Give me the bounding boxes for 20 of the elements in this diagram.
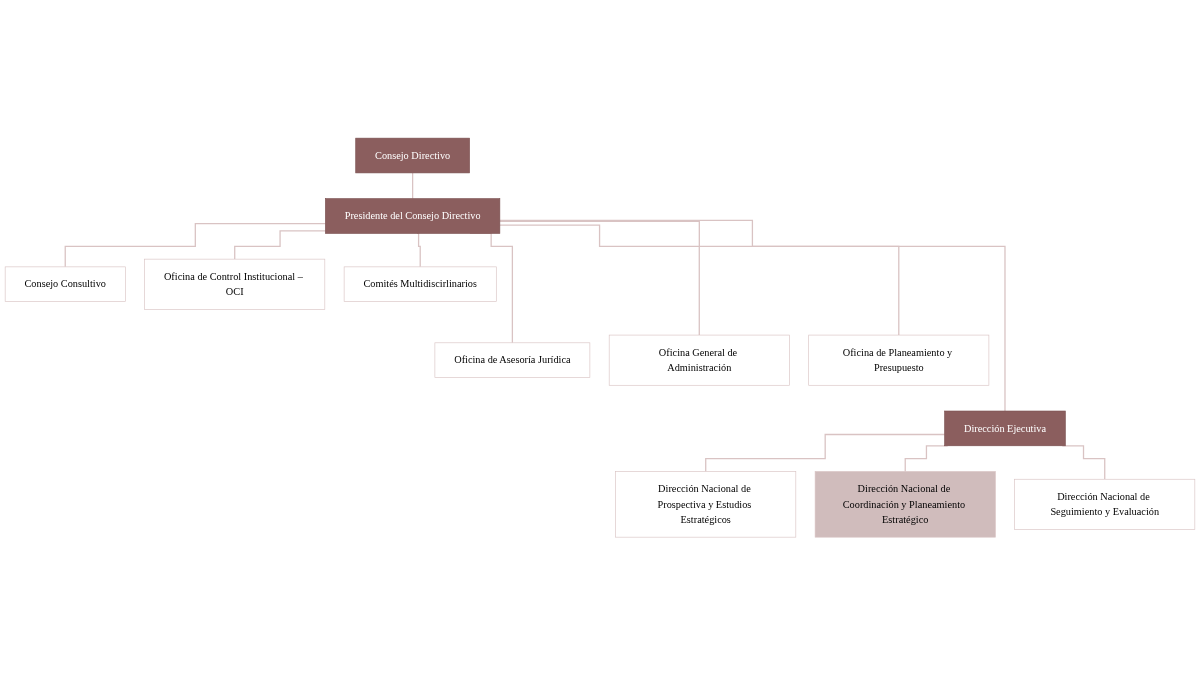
connector	[64, 223, 327, 268]
connector	[412, 172, 414, 200]
node-box: Dirección Nacional de Coordinación y Planeamiento Estratégico	[814, 471, 996, 538]
connector	[705, 434, 946, 473]
connector	[234, 230, 327, 261]
node-box: Consejo Directivo	[355, 138, 470, 174]
node-box: Consejo Consultivo	[4, 266, 126, 303]
node-box: Oficina de Asesoría Jurídica	[434, 342, 591, 379]
node-box: Oficina de Control Institucional – OCI	[144, 259, 326, 310]
connector	[499, 224, 700, 337]
node-box: Oficina General de Administración	[608, 335, 790, 386]
node-box: Dirección Nacional de Prospectiva y Estudios Estratégicos	[615, 471, 797, 538]
node-box: Oficina de Planeamiento y Presupuesto	[808, 335, 990, 386]
node-box: Presidente del Consejo Directivo	[325, 198, 501, 235]
node-box: Comités Multidiscirlinarios	[343, 266, 497, 303]
node-box: Dirección Nacional de Seguimiento y Evaluación	[1014, 479, 1196, 531]
node-box: Dirección Ejecutiva	[944, 411, 1066, 447]
connector	[416, 233, 421, 268]
connector	[499, 220, 1006, 412]
connector	[499, 221, 900, 337]
